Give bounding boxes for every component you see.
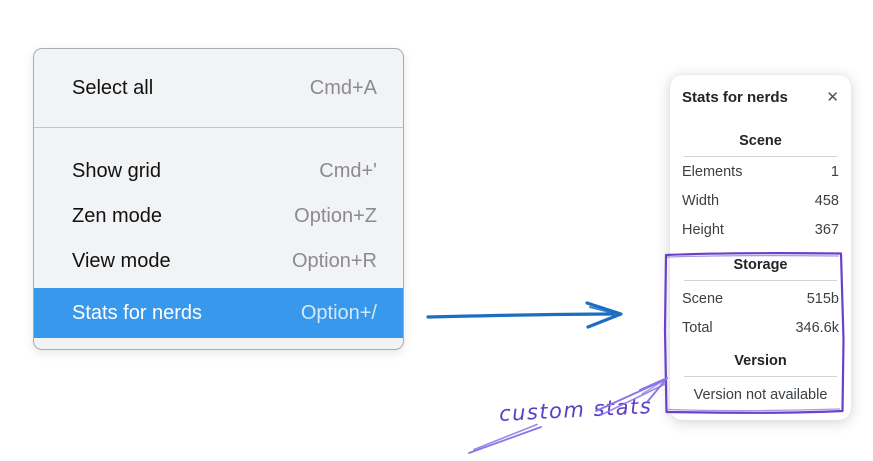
menu-item-label: View mode <box>72 250 171 272</box>
menu-item-label: Stats for nerds <box>72 301 203 324</box>
menu-item-show-grid[interactable]: Show grid Cmd+' <box>34 149 403 194</box>
scene-rows: Elements 1 Width 458 Height 367 <box>682 158 839 245</box>
section-header-version: Version <box>734 353 787 369</box>
menu-item-view-mode[interactable]: View mode Option+R <box>34 239 403 284</box>
stat-row-elements: Elements 1 <box>682 158 839 187</box>
stat-label: Elements <box>682 164 743 180</box>
menu-item-shortcut: Option+Z <box>294 205 377 227</box>
menu-item-stats-for-nerds[interactable]: Stats for nerds Option+/ <box>34 288 403 338</box>
menu-to-panel-arrow <box>426 301 623 329</box>
stat-row-scene-storage: Scene 515b <box>682 285 839 314</box>
menu-item-label: Zen mode <box>72 205 163 227</box>
section-divider <box>684 376 837 377</box>
stat-value: 346.6k <box>795 320 839 336</box>
stat-row-total-storage: Total 346.6k <box>682 314 839 343</box>
annotation-arrow-tail <box>468 423 542 454</box>
custom-stats-label: custom stats <box>498 394 653 426</box>
stats-panel: Stats for nerds ✕ Scene Elements 1 Width… <box>670 75 851 420</box>
stat-value: 367 <box>814 222 839 238</box>
menu-item-label: Show grid <box>72 160 161 182</box>
stat-label: Width <box>682 193 720 209</box>
menu-item-shortcut: Cmd+' <box>319 160 377 182</box>
section-header-storage: Storage <box>733 257 788 273</box>
section-header-scene: Scene <box>739 133 782 149</box>
stat-label: Scene <box>682 291 724 307</box>
context-menu: Select all Cmd+A Show grid Cmd+' Zen mod… <box>33 48 404 350</box>
close-icon[interactable]: ✕ <box>826 88 839 106</box>
stat-label: Height <box>682 222 724 238</box>
menu-item-shortcut: Option+/ <box>300 301 377 324</box>
section-divider <box>684 156 837 157</box>
stat-row-width: Width 458 <box>682 187 839 216</box>
stat-value: 515b <box>806 291 839 307</box>
stat-label: Total <box>682 320 713 336</box>
menu-item-zen-mode[interactable]: Zen mode Option+Z <box>34 194 403 239</box>
storage-rows: Scene 515b Total 346.6k <box>682 285 839 343</box>
stat-value: 1 <box>830 164 839 180</box>
menu-divider <box>34 127 403 128</box>
section-divider <box>684 280 837 281</box>
stats-panel-header: Stats for nerds ✕ <box>682 87 839 107</box>
menu-item-label: Select all <box>72 77 154 99</box>
menu-item-shortcut: Option+R <box>291 250 377 272</box>
stat-value: 458 <box>814 193 839 209</box>
menu-item-shortcut: Cmd+A <box>309 77 377 99</box>
version-note: Version not available <box>693 387 828 403</box>
stat-row-height: Height 367 <box>682 216 839 245</box>
panel-title: Stats for nerds <box>682 88 788 106</box>
menu-item-select-all[interactable]: Select all Cmd+A <box>34 66 403 111</box>
